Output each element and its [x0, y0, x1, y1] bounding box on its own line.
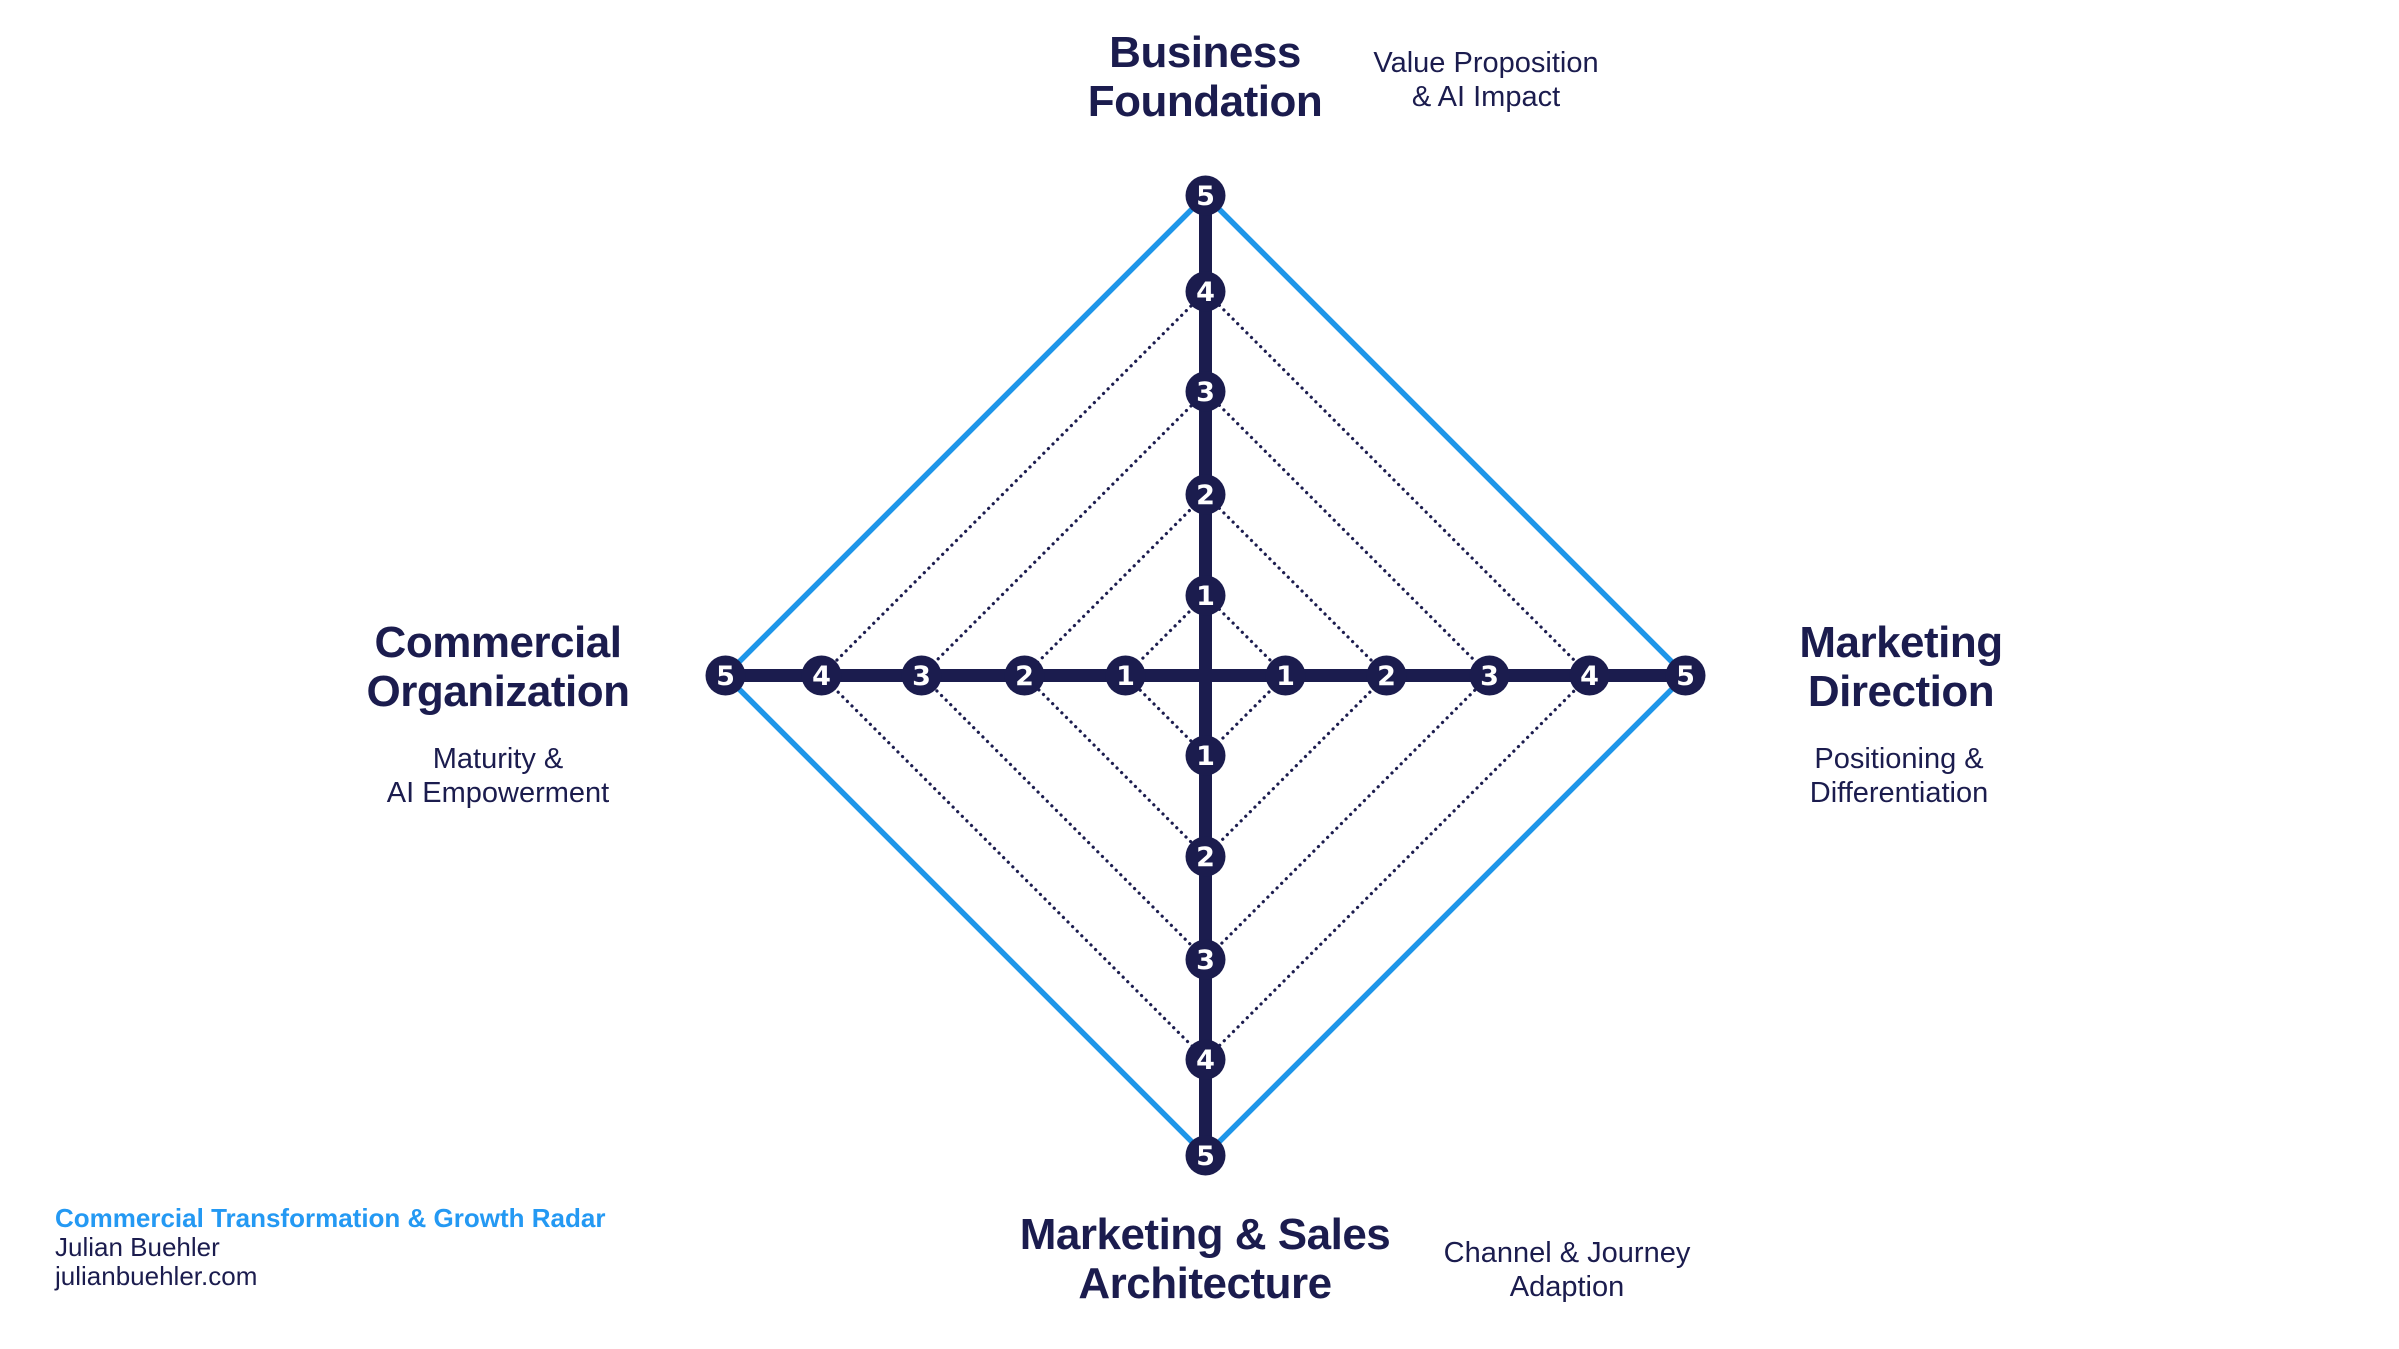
tick-circle-axis3-level4 [801, 655, 842, 696]
footer-chart-title: Commercial Transformation & Growth Radar [55, 1203, 606, 1233]
tick-circle-axis1-level5 [1665, 655, 1706, 696]
tick-label-axis1-level5: 5 [1676, 661, 1695, 692]
tick-label-axis2-level1: 1 [1196, 741, 1215, 772]
axis-subtitle-marketing-sales-architecture: Channel & Journey Adaption [1443, 1237, 1691, 1303]
tick-label-axis3-level2: 2 [1015, 661, 1034, 692]
footer: Commercial Transformation & Growth Radar… [55, 1204, 605, 1291]
tick-circle-axis0-level3 [1185, 371, 1226, 412]
tick-circle-axis1-level3 [1469, 655, 1510, 696]
tick-circle-axis0-level1 [1185, 575, 1226, 616]
axis-title-business-foundation: Business Foundation [1087, 28, 1323, 126]
tick-circle-axis2-level2 [1185, 836, 1226, 877]
tick-label-axis2-level2: 2 [1196, 842, 1215, 873]
tick-label-axis1-level1: 1 [1276, 661, 1295, 692]
grid-ring-3 [919, 389, 1492, 962]
tick-label-axis0-level4: 4 [1196, 277, 1215, 308]
tick-label-axis2-level5: 5 [1196, 1141, 1215, 1172]
footer-author: Julian Buehler [55, 1232, 220, 1262]
tick-circle-axis3-level3 [901, 655, 942, 696]
tick-circle-axis1-level2 [1366, 655, 1407, 696]
tick-circle-axis0-level5 [1185, 175, 1226, 216]
tick-circle-axis3-level2 [1004, 655, 1045, 696]
axis-title-marketing-sales-architecture: Marketing & Sales Architecture [1019, 1210, 1391, 1308]
footer-website: julianbuehler.com [55, 1261, 258, 1291]
tick-circle-axis0-level2 [1185, 474, 1226, 515]
tick-label-axis3-level4: 4 [812, 661, 831, 692]
tick-label-axis0-level3: 3 [1196, 377, 1215, 408]
tick-circle-axis1-level4 [1569, 655, 1610, 696]
tick-label-axis2-level4: 4 [1196, 1045, 1215, 1076]
tick-circle-axis3-level5 [705, 655, 746, 696]
tick-label-axis1-level2: 2 [1377, 661, 1396, 692]
axis-title-commercial-organization: Commercial Organization [366, 618, 630, 716]
axis-subtitle-marketing-direction: Positioning & Differentiation [1809, 743, 1989, 809]
tick-label-axis3-level5: 5 [716, 661, 735, 692]
tick-label-axis3-level3: 3 [912, 661, 931, 692]
tick-label-axis0-level5: 5 [1196, 181, 1215, 212]
tick-label-axis0-level1: 1 [1196, 581, 1215, 612]
tick-label-axis3-level1: 1 [1116, 661, 1135, 692]
axis-subtitle-business-foundation: Value Proposition & AI Impact [1373, 47, 1599, 113]
tick-circle-axis2-level5 [1185, 1135, 1226, 1176]
tick-circle-axis2-level1 [1185, 735, 1226, 776]
tick-label-axis0-level2: 2 [1196, 480, 1215, 511]
tick-label-axis1-level3: 3 [1480, 661, 1499, 692]
tick-circle-axis2-level3 [1185, 939, 1226, 980]
axis-subtitle-commercial-organization: Maturity & AI Empowerment [386, 743, 610, 809]
tick-circle-axis2-level4 [1185, 1039, 1226, 1080]
axis-title-marketing-direction: Marketing Direction [1799, 618, 2003, 716]
tick-label-axis1-level4: 4 [1580, 661, 1599, 692]
tick-circle-axis3-level1 [1105, 655, 1146, 696]
tick-label-axis2-level3: 3 [1196, 945, 1215, 976]
tick-circle-axis1-level1 [1265, 655, 1306, 696]
tick-circle-axis0-level4 [1185, 271, 1226, 312]
